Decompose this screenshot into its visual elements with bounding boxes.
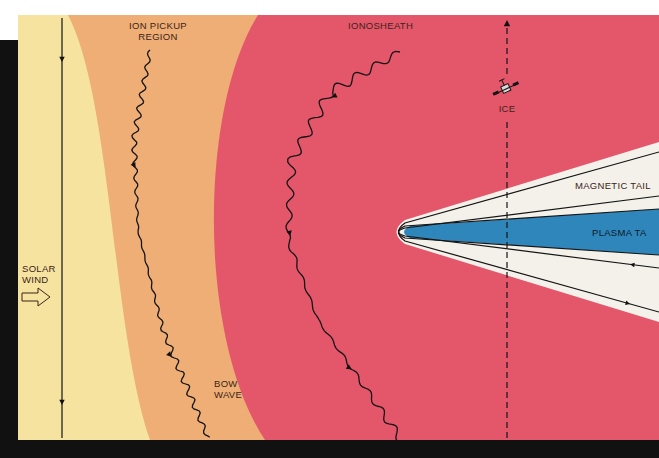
plasma-tail-fill (404, 209, 659, 255)
arrowhead (59, 400, 64, 405)
field-line (61, 18, 62, 438)
region-label: PLASMA TA (592, 227, 656, 238)
field-line (132, 50, 210, 437)
ion-pickup-region-fill (68, 15, 659, 440)
ice-spacecraft (489, 74, 520, 98)
ionosheath-region-fill (214, 15, 659, 440)
tail-field-line (399, 196, 659, 268)
tail-field-line (399, 209, 659, 255)
arrowhead (332, 93, 338, 98)
trajectory-line (506, 26, 507, 74)
arrowhead (286, 230, 291, 236)
magnetic-tail-fill (397, 142, 659, 322)
arrowhead (166, 351, 172, 357)
region-label: SOLAR WIND (22, 263, 58, 285)
region-label: IONOSHEATH (348, 20, 438, 31)
field-line (286, 52, 400, 441)
arrowhead (504, 20, 510, 26)
tail-field-line (399, 152, 659, 312)
arrowhead (131, 162, 136, 168)
spacecraft-label: ICE (495, 103, 519, 114)
region-label: MAGNETIC TAIL (575, 180, 655, 191)
region-label: ION PICKUP REGION (118, 20, 198, 42)
arrowhead (630, 263, 635, 268)
solar-wind-region-fill (18, 15, 659, 440)
solar-wind-arrow (22, 288, 50, 306)
trajectory-line (506, 118, 507, 438)
boundary-label: BOW WAVE (214, 378, 248, 400)
arrowhead (346, 364, 352, 369)
arrowhead (625, 301, 630, 305)
arrowhead (59, 57, 64, 62)
